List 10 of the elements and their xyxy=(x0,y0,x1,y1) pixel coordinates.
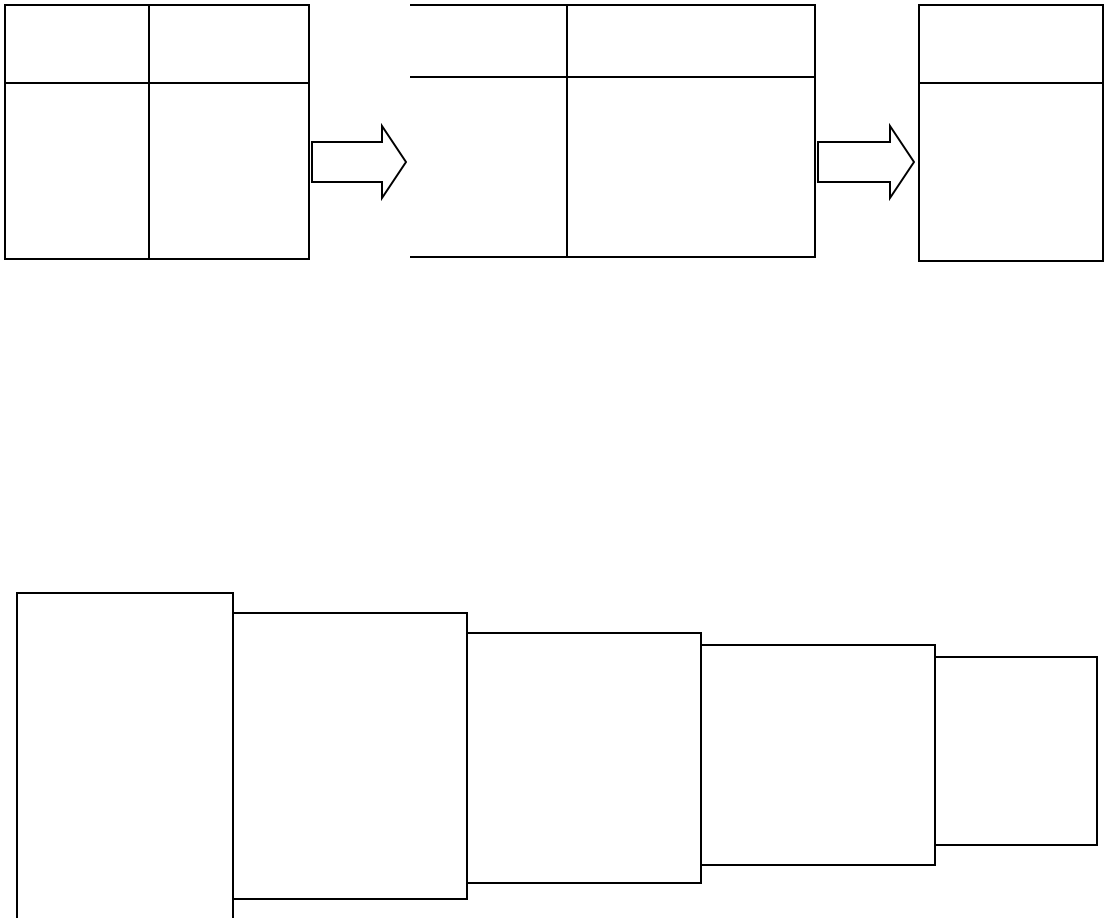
rectangle-block xyxy=(232,612,468,900)
block-arrow xyxy=(817,122,916,202)
table-frame xyxy=(918,4,1104,262)
rectangle-block xyxy=(16,592,234,918)
block-arrow xyxy=(311,122,408,202)
rectangle-block xyxy=(934,656,1098,846)
table-frame xyxy=(4,4,310,260)
rectangle-block xyxy=(700,644,936,866)
rectangle-block xyxy=(466,632,702,884)
table-frame xyxy=(410,4,816,258)
